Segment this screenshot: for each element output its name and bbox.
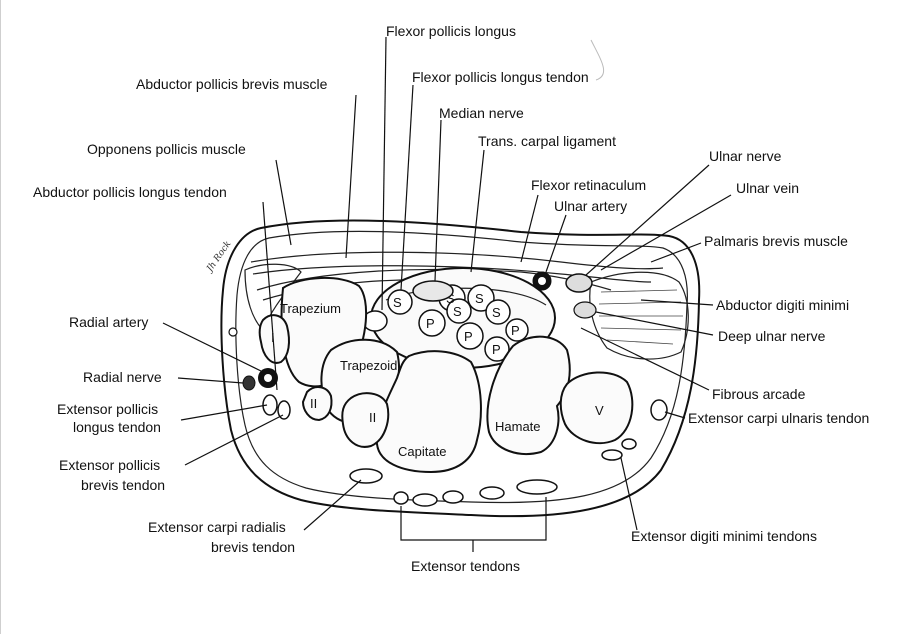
tendon-s-label-4: S	[453, 304, 462, 319]
label-radial-artery: Radial artery	[69, 314, 148, 330]
hamate-label: Hamate	[495, 419, 541, 434]
ecrb-tendon	[350, 469, 382, 483]
label-epl-line-2: longus tendon	[73, 419, 161, 435]
label-epl-line-1: Extensor pollicis	[57, 401, 158, 417]
tendon-s-label-1: S	[393, 295, 402, 310]
radial-artery-lumen	[264, 374, 272, 382]
trapezoid-label: Trapezoid	[340, 358, 397, 373]
metacarpal-2b-label: II	[369, 410, 376, 425]
deep-ulnar-nerve	[574, 302, 596, 318]
leader-abductor-pollicis-brevis	[346, 95, 356, 258]
leader-deep-ulnar-nerve	[596, 312, 713, 335]
label-trans-carpal-ligament: Trans. carpal ligament	[478, 133, 616, 149]
label-flexor-retinaculum: Flexor retinaculum	[531, 177, 646, 193]
leader-opponens	[276, 160, 291, 245]
median-nerve	[413, 281, 453, 301]
extensor-tendon-1	[394, 492, 408, 504]
metacarpal-2-label: II	[310, 396, 317, 411]
extensor-tendon-5	[517, 480, 557, 494]
label-abductor-digiti-minimi: Abductor digiti minimi	[716, 297, 849, 313]
label-deep-ulnar-nerve: Deep ulnar nerve	[718, 328, 826, 344]
label-ulnar-artery: Ulnar artery	[554, 198, 627, 214]
label-extensor-tendons: Extensor tendons	[411, 558, 520, 574]
tendon-s-label-3: S	[475, 291, 484, 306]
extensor-tendon-4	[480, 487, 504, 499]
edm-tendon-1	[602, 450, 622, 460]
faint-curve	[591, 40, 604, 80]
label-palmaris-brevis: Palmaris brevis muscle	[704, 233, 848, 249]
leader-median-nerve	[435, 120, 441, 281]
capitate-label: Capitate	[398, 444, 446, 459]
label-ulnar-nerve: Ulnar nerve	[709, 148, 782, 164]
radial-nerve	[243, 376, 255, 390]
label-fpl-tendon: Flexor pollicis longus tendon	[412, 69, 589, 85]
ecu-tendon	[651, 400, 667, 420]
tendon-p-label-1: P	[426, 316, 435, 331]
tendon-p-label-2: P	[464, 329, 473, 344]
leader-trans-carpal	[471, 150, 484, 272]
extensor-tendon-3	[443, 491, 463, 503]
tendon-p-label-3: P	[492, 342, 501, 357]
label-epb-line-1: Extensor pollicis	[59, 457, 160, 473]
leader-ecu	[665, 412, 685, 418]
leader-radial-artery	[163, 323, 263, 372]
label-opponens-pollicis: Opponens pollicis muscle	[87, 141, 246, 157]
small-vessel	[229, 328, 237, 336]
label-ecrb-line-2: brevis tendon	[211, 539, 295, 555]
label-extensor-carpi-ulnaris: Extensor carpi ulnaris tendon	[688, 410, 869, 426]
tendon-p-label-4: P	[511, 323, 520, 338]
hypothenar-fibres	[599, 290, 683, 344]
label-median-nerve: Median nerve	[439, 105, 524, 121]
second-metacarpal-base	[342, 393, 388, 447]
label-radial-nerve: Radial nerve	[83, 369, 162, 385]
label-abductor-pollicis-brevis: Abductor pollicis brevis muscle	[136, 76, 328, 92]
artist-signature: Jh Rock	[204, 239, 233, 275]
label-fibrous-arcade: Fibrous arcade	[712, 386, 806, 402]
label-abductor-pollicis-longus-tendon: Abductor pollicis longus tendon	[33, 184, 227, 200]
leader-radial-nerve	[178, 378, 243, 383]
ulnar-nerve	[566, 274, 592, 292]
label-extensor-digiti-minimi: Extensor digiti minimi tendons	[631, 528, 817, 544]
label-flexor-pollicis-longus: Flexor pollicis longus	[386, 23, 516, 39]
trapezium-label: Trapezium	[280, 301, 341, 316]
leader-flexor-retinaculum	[521, 195, 538, 262]
leader-epb	[185, 415, 283, 465]
ulnar-artery-lumen	[538, 277, 546, 285]
label-epb-line-2: brevis tendon	[81, 477, 165, 493]
leader-edm	[621, 458, 637, 530]
label-ulnar-vein: Ulnar vein	[736, 180, 799, 196]
second-metacarpal-bone	[303, 387, 332, 420]
extensor-tendon-2	[413, 494, 437, 506]
leader-ecrb	[304, 480, 361, 530]
palmar-fascia-band-1	[251, 252, 663, 269]
metacarpal-5-label: V	[595, 403, 604, 418]
edm-tendon-2	[622, 439, 636, 449]
leader-fpl-tendon	[401, 85, 413, 290]
label-ecrb-line-1: Extensor carpi radialis	[148, 519, 286, 535]
leader-epl	[181, 405, 267, 420]
tendon-s-label-5: S	[492, 305, 501, 320]
leader-flexor-pollicis-longus	[382, 37, 386, 310]
